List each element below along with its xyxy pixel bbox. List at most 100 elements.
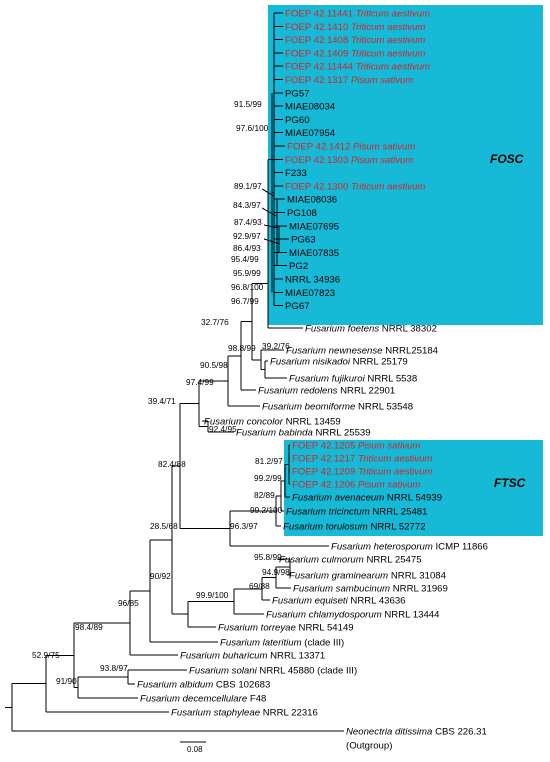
leaf-code: PG108 <box>287 208 317 219</box>
leaf-code: CBS 226.31 <box>435 727 487 738</box>
leaf-label: MIAE07835 <box>289 248 339 259</box>
leaf-label: PG60 <box>285 115 310 126</box>
leaf-label: Fusarium staphyleae NRRL 22316 <box>171 708 318 719</box>
leaf-code: NRRL 25481 <box>372 507 427 518</box>
leaf-code: F48 <box>250 694 267 705</box>
leaf-label: MIAE07954 <box>285 128 336 139</box>
leaf-code: NRRL 52772 <box>370 522 425 533</box>
leaf-label: FOEP 42.1408 Triticum aestivum <box>285 35 425 46</box>
leaf-species: Fusarium staphyleae <box>171 708 260 719</box>
leaf-code: NRRL 53548 <box>358 402 413 413</box>
leaf-label: MIAE08034 <box>285 102 336 113</box>
leaf-code: NRRL 43636 <box>350 596 405 607</box>
leaf-label: Fusarium solani NRRL 45880 (clade III) <box>189 666 357 677</box>
leaf-species: Fusarium culmorum <box>279 555 364 566</box>
leaf-species: Fusarium fujikuroi <box>289 374 366 385</box>
support-value: 91/90 <box>56 676 77 686</box>
leaf-code: MIAE07823 <box>285 288 335 299</box>
leaf-species: Fusarium buharicum <box>180 651 267 662</box>
leaf-code: MIAE07695 <box>289 221 339 232</box>
leaf-code: FOEP 42.11444 <box>285 62 354 73</box>
leaf-label: Fusarium graminearum NRRL 31084 <box>289 571 447 582</box>
leaf-host: Pisum sativum <box>353 142 415 153</box>
leaf-code: MIAE07954 <box>285 128 336 139</box>
leaf-host: Triticum aestivum <box>356 9 430 20</box>
leaf-code: CBS 102683 <box>216 680 270 691</box>
leaf-host: Triticum aestivum <box>351 22 425 33</box>
support-value: 82/89 <box>254 490 275 500</box>
support-value: 95.9/99 <box>233 268 261 278</box>
support-value: 95.8/99 <box>254 552 282 562</box>
leaf-code: NRRL25184 <box>385 346 438 357</box>
leaf-species: Fusarium concolor <box>204 417 284 428</box>
leaf-label: PG2 <box>289 261 308 272</box>
ftsc-clade-label: FTSC <box>494 476 526 490</box>
leaf-label: Fusarium torreyae NRRL 54149 <box>218 623 354 634</box>
leaf-label: FOEP 42.1303 Pisum sativum <box>285 155 413 166</box>
leaf-label: Neonectria ditissima CBS 226.31 <box>346 727 487 738</box>
leaf-label: Fusarium redolens NRRL 22901 <box>258 386 395 397</box>
support-value: 94.9/98 <box>262 567 290 577</box>
leaf-code: NRRL 5538 <box>367 374 417 385</box>
leaf-species: Fusarium graminearum <box>289 571 388 582</box>
leaf-code: PG60 <box>285 115 310 126</box>
leaf-label: Fusarium culmorum NRRL 25475 <box>279 555 422 566</box>
support-values: 91.5/9997.6/10089.1/9784.3/9787.4/9392.9… <box>32 99 290 686</box>
leaf-label: PG67 <box>285 301 310 312</box>
support-value: 52.9/75 <box>32 650 60 660</box>
leaf-label: Fusarium beomiforme NRRL 53548 <box>262 402 413 413</box>
leaf-code: F233 <box>285 168 307 179</box>
leaf-label: FOEP 42.1317 Pisum sativum <box>285 75 413 86</box>
support-value: 86.4/93 <box>233 243 261 253</box>
leaf-label: FOEP 42.1205 Pisum sativum <box>292 441 420 452</box>
leaf-code: NRRL 38302 <box>382 324 437 335</box>
leaf-label: NRRL 34936 <box>285 275 340 286</box>
leaf-host: Triticum aestivum <box>358 467 432 478</box>
leaf-code: FOEP 42.1205 <box>292 441 355 452</box>
support-value: 92.4/95 <box>209 424 237 434</box>
leaf-host: Pisum sativum <box>351 75 413 86</box>
leaf-code: (Outgroup) <box>346 741 392 752</box>
leaf-species: Fusarium chlamydosporum <box>266 610 382 621</box>
leaf-label: FOEP 42.11441 Triticum aestivum <box>285 9 430 20</box>
leaf-host: Pisum sativum <box>358 441 420 452</box>
leaf-code: FOEP 42.1217 <box>292 454 355 465</box>
fosc-clade-highlight <box>268 5 543 325</box>
support-value: 95.4/99 <box>231 254 259 264</box>
leaf-label: Fusarium fujikuroi NRRL 5538 <box>289 374 417 385</box>
support-value: 28.5/68 <box>150 521 178 531</box>
leaf-label: Fusarium lateritium (clade III) <box>220 638 344 649</box>
leaf-species: Fusarium nisikadoi <box>270 357 351 368</box>
support-value: 97.6/100 <box>236 123 269 133</box>
support-value: 90/92 <box>150 571 171 581</box>
leaf-species: Fusarium albidum <box>137 680 213 691</box>
leaf-label: MIAE07695 <box>289 221 339 232</box>
leaf-code: FOEP 42.1412 <box>287 142 350 153</box>
leaf-code: NRRL 54149 <box>299 623 354 634</box>
leaf-species: Fusarium torulosum <box>283 522 368 533</box>
scale-bar-label: 0.08 <box>187 745 203 754</box>
ftsc-clade-highlight <box>284 440 543 536</box>
leaf-code: MIAE07835 <box>289 248 339 259</box>
support-pointer <box>263 238 281 245</box>
support-value: 96/85 <box>118 598 139 608</box>
leaf-code: NRRL 45880 (clade III) <box>259 666 357 677</box>
support-value: 84.3/97 <box>233 200 261 210</box>
leaf-label: FOEP 42.1410 Triticum aestivum <box>285 22 425 33</box>
leaf-code: FOEP 42.1303 <box>285 155 348 166</box>
leaf-label: FOEP 42.1217 Triticum aestivum <box>292 454 432 465</box>
support-value: 82.4/88 <box>158 459 186 469</box>
leaf-label: F233 <box>285 168 307 179</box>
leaf-label: Fusarium buharicum NRRL 13371 <box>180 651 325 662</box>
leaf-species: Fusarium avenaceum <box>292 493 384 504</box>
leaf-label: Fusarium avenaceum NRRL 54939 <box>292 493 442 504</box>
leaf-species: Fusarium torreyae <box>218 623 296 634</box>
leaf-label: Fusarium decemcellulare F48 <box>140 694 266 705</box>
leaf-species: Fusarium babinda <box>236 428 313 439</box>
leaf-label: Fusarium nisikadoi NRRL 25179 <box>270 357 408 368</box>
support-value: 96.7/99 <box>231 296 259 306</box>
leaf-label: MIAE07823 <box>285 288 335 299</box>
support-value: 69/88 <box>249 581 270 591</box>
leaf-species: Fusarium equiseti <box>272 596 349 607</box>
